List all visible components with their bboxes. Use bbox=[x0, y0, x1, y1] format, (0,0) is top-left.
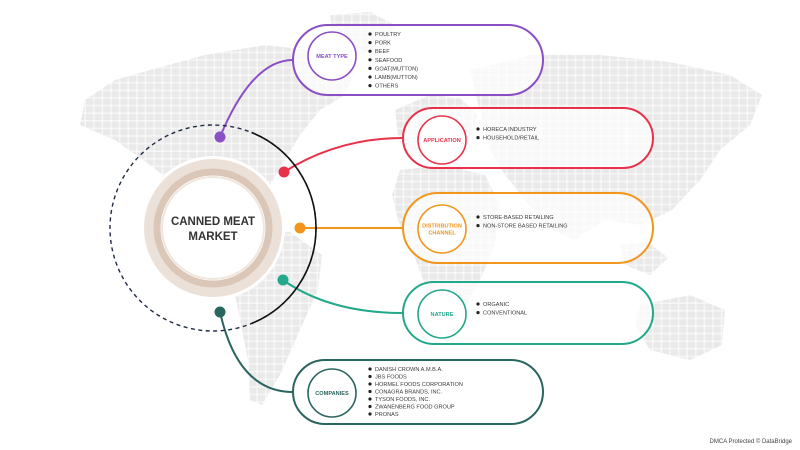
application-segment: APPLICATION HORECA INDUSTRY HOUSEHOLD/RETA… bbox=[402, 107, 654, 169]
nature-item: CONVENTIONAL bbox=[483, 311, 527, 317]
application-box bbox=[402, 107, 654, 169]
bullet-icon bbox=[476, 302, 480, 306]
distribution-channel-box bbox=[402, 192, 654, 264]
application-title-line: APPLICATION bbox=[423, 138, 461, 144]
nature-box bbox=[402, 281, 654, 345]
center-hub: CANNED MEAT MARKET bbox=[109, 124, 317, 332]
companies-item: TYSON FOODS, INC. bbox=[375, 397, 430, 403]
nature-title-bubble bbox=[417, 289, 467, 339]
bullet-icon bbox=[368, 367, 372, 371]
bullet-icon bbox=[476, 127, 480, 131]
hub-ring-mid bbox=[153, 168, 273, 288]
meat-type-segment: MEAT TYPE POULTRY PORK BEEF SEAFOOD GOAT(MUTT… bbox=[292, 24, 544, 96]
companies-segment: COMPANIES DANISH CROWN A.M.B.A. JBS FOODSH… bbox=[292, 359, 544, 425]
distribution-channel-item: STORE-BASED RETAILING bbox=[483, 215, 554, 221]
nature-title-line: NATURE bbox=[431, 312, 454, 318]
companies-title-line: COMPANIES bbox=[315, 391, 349, 397]
nature-node-dot bbox=[277, 274, 289, 286]
bullet-icon bbox=[368, 412, 372, 416]
bullet-icon bbox=[476, 224, 480, 228]
meat-type-title-bubble bbox=[307, 31, 357, 81]
bullet-icon bbox=[368, 84, 372, 88]
bullet-icon bbox=[368, 49, 372, 53]
meat-type-title-line: MEAT TYPE bbox=[316, 54, 348, 60]
hub-title-line1: CANNED MEAT bbox=[171, 216, 255, 228]
application-item: HORECA INDUSTRY bbox=[483, 127, 537, 133]
bullet-icon bbox=[368, 404, 372, 409]
hub-title-line2: MARKET bbox=[188, 231, 237, 243]
distribution-channel-title-line: CHANNEL bbox=[428, 231, 456, 237]
distribution-channel-node-dot bbox=[294, 222, 306, 234]
distribution-channel-title-line: DISTRIBUTION bbox=[422, 224, 462, 230]
meat-type-item: LAMB(MUTTON) bbox=[375, 75, 418, 81]
companies-title-bubble bbox=[307, 368, 357, 418]
bullet-icon bbox=[368, 41, 372, 45]
meat-type-item: GOAT(MUTTON) bbox=[375, 66, 418, 72]
meat-type-item: BEEF bbox=[375, 49, 390, 55]
bullet-icon bbox=[368, 66, 372, 70]
companies-item: DANISH CROWN A.M.B.A. bbox=[375, 367, 443, 373]
distribution-channel-item: NON-STORE BASED RETAILING bbox=[483, 224, 568, 230]
meat-type-item: POULTRY bbox=[375, 32, 401, 38]
companies-item: HORMEL FOODS CORPORATION bbox=[375, 382, 463, 388]
nature-segment: NATURE ORGANIC CONVENTIONAL bbox=[402, 281, 654, 345]
application-title-bubble bbox=[417, 115, 467, 165]
bullet-icon bbox=[368, 75, 372, 79]
bullet-icon bbox=[368, 382, 372, 386]
segment-boxes: MEAT TYPE POULTRY PORK BEEF SEAFOOD GOAT(MUTT… bbox=[292, 24, 654, 425]
bullet-icon bbox=[476, 136, 480, 140]
companies-connector bbox=[219, 311, 294, 393]
bullet-icon bbox=[476, 311, 480, 315]
hub-ring-outer bbox=[144, 159, 282, 297]
nature-item: ORGANIC bbox=[483, 302, 509, 308]
meat-type-item: OTHERS bbox=[375, 84, 399, 90]
distribution-channel-title-bubble bbox=[417, 204, 467, 254]
bullet-icon bbox=[368, 58, 372, 62]
companies-item: CONAGRA BRANDS, INC. bbox=[375, 390, 443, 396]
bullet-icon bbox=[476, 215, 480, 219]
meat-type-item: SEAFOOD bbox=[375, 58, 402, 64]
meat-type-item: PORK bbox=[375, 41, 391, 47]
companies-item: JBS FOODS bbox=[375, 375, 407, 381]
hub-core bbox=[161, 176, 265, 280]
bullet-icon bbox=[368, 389, 372, 394]
landmass-0 bbox=[80, 45, 355, 215]
application-node-dot bbox=[278, 166, 290, 178]
bullet-icon bbox=[368, 374, 372, 379]
meat-type-box bbox=[292, 24, 544, 96]
solid-orbit-arc bbox=[251, 131, 317, 325]
application-connector bbox=[283, 137, 404, 173]
companies-box bbox=[292, 359, 544, 425]
meat-type-node-dot bbox=[214, 131, 226, 143]
connectors bbox=[214, 59, 404, 393]
companies-node-dot bbox=[214, 306, 226, 318]
companies-item: ZWANENBERG FOOD GROUP bbox=[375, 405, 455, 411]
application-item: HOUSEHOLD/RETAIL bbox=[483, 136, 539, 142]
meat-type-connector bbox=[219, 59, 294, 138]
dmca-credit: DMCA Protected © DataBridge bbox=[709, 439, 792, 445]
bullet-icon bbox=[368, 32, 372, 36]
bullet-icon bbox=[368, 397, 372, 401]
nature-connector bbox=[282, 279, 404, 314]
companies-item: PRONAS bbox=[375, 412, 399, 418]
